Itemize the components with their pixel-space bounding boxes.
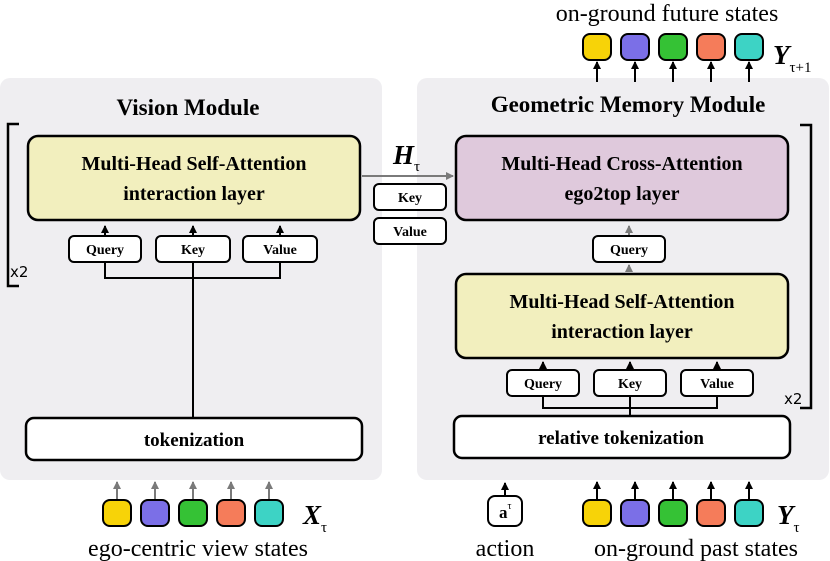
ego-states-caption: ego-centric view states (88, 536, 308, 561)
bridge-value-label: Value (393, 225, 427, 240)
bridge-key-box (373, 183, 447, 211)
memory-module-title: Geometric Memory Module (491, 92, 766, 117)
vision-self-attention-line1: Multi-Head Self-Attention (82, 153, 307, 175)
ego-view-token-2 (140, 499, 170, 527)
ego-view-token-3 (178, 499, 208, 527)
future-states-caption: on-ground future states (556, 1, 779, 27)
action-caption: action (476, 536, 535, 561)
vision-tokenization-label: tokenization (144, 430, 245, 451)
past-state-token-4 (696, 499, 726, 527)
past-state-token-2 (620, 499, 650, 527)
cross-attention-box (454, 134, 790, 222)
vision-module-title: Vision Module (117, 95, 260, 120)
vision-self-attention-line2: interaction layer (123, 183, 265, 205)
vision-query-label: Query (86, 243, 124, 258)
memory-self-attention-line2: interaction layer (551, 321, 693, 343)
memory-value-label: Value (700, 377, 734, 392)
h-tau-symbol: Hτ (392, 140, 420, 175)
past-states-caption: on-ground past states (594, 536, 798, 561)
memory-self-attention-box (454, 272, 790, 360)
past-state-token-5 (734, 499, 764, 527)
vision-self-attention-box (26, 134, 362, 222)
vision-tokenization-box (24, 416, 364, 462)
cross-query-box (592, 235, 666, 263)
vision-key-label: Key (181, 243, 205, 258)
relative-tokenization-box (452, 414, 792, 460)
memory-key-label: Key (618, 377, 642, 392)
memory-query-label: Query (524, 377, 562, 392)
memory-repeat-bracket (800, 123, 813, 410)
future-state-token-4 (696, 33, 726, 61)
ego-view-token-4 (216, 499, 246, 527)
memory-repeat-label: x2 (784, 390, 802, 408)
memory-self-attention-line1: Multi-Head Self-Attention (510, 291, 735, 313)
ego-view-token-5 (254, 499, 284, 527)
future-state-token-3 (658, 33, 688, 61)
vision-value-label: Value (263, 243, 297, 258)
past-state-token-3 (658, 499, 688, 527)
x-tau-symbol: Xτ (302, 500, 327, 536)
vision-repeat-bracket (6, 122, 19, 288)
past-state-tokens (582, 481, 764, 527)
future-state-tokens (582, 33, 764, 82)
cross-attention-line2: ego2top layer (565, 183, 680, 205)
ego-view-tokens (102, 481, 284, 527)
relative-tokenization-label: relative tokenization (538, 428, 704, 449)
future-state-token-2 (620, 33, 650, 61)
bridge-value-box (373, 217, 447, 245)
future-state-token-1 (582, 33, 612, 61)
action-symbol: aτ (499, 501, 512, 522)
bridge-key-label: Key (398, 191, 422, 206)
action-token (487, 495, 523, 527)
y-tau-symbol: Yτ (777, 500, 800, 536)
vision-repeat-label: x2 (10, 263, 28, 281)
ego-view-token-1 (102, 499, 132, 527)
past-state-token-1 (582, 499, 612, 527)
cross-attention-line1: Multi-Head Cross-Attention (501, 153, 742, 175)
y-tau-plus-1-symbol: Yτ+1 (773, 40, 812, 76)
future-state-token-5 (734, 33, 764, 61)
cross-query-label: Query (610, 243, 648, 258)
